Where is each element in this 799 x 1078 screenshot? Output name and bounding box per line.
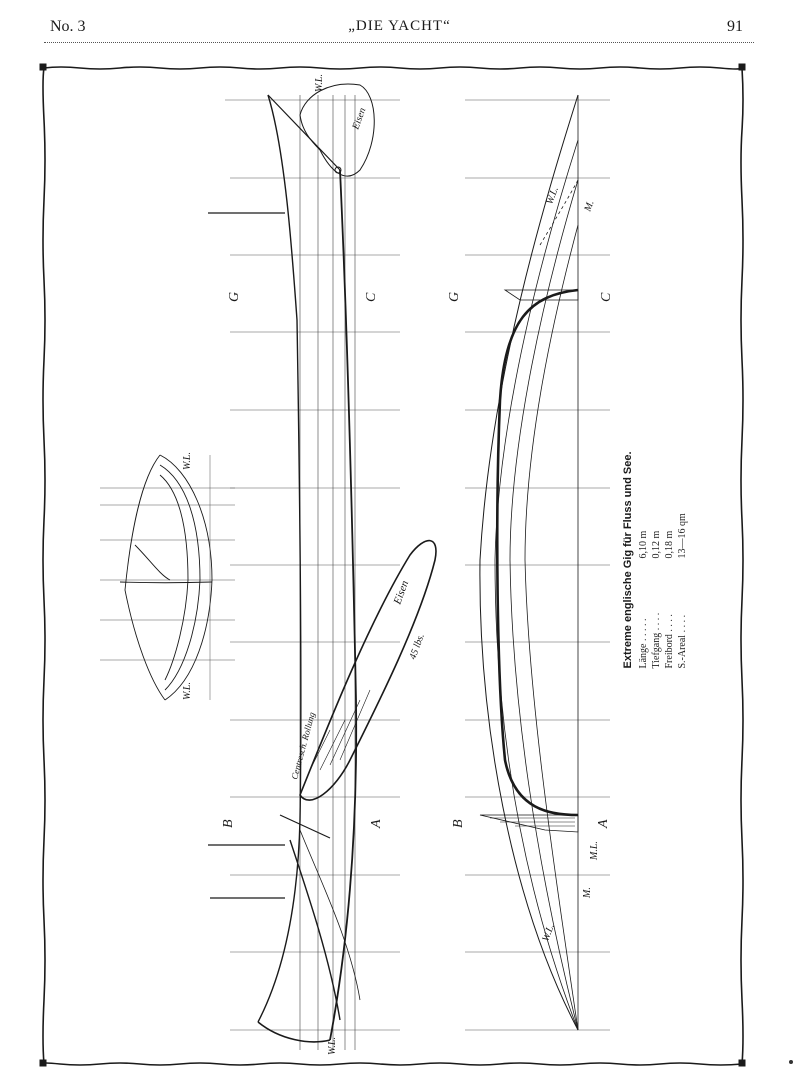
label-mechanism: Centresch. Rollung [289,711,317,781]
label-eisen-top: Eisen [350,106,368,132]
label-station-b-profile: B [221,819,236,828]
header-rule [44,42,754,43]
corner-mark-bl [39,1059,47,1067]
rudder [299,83,375,177]
drop-keel [289,839,341,1021]
plate-caption: Extreme englische Gig für Fluss und See.… [621,451,689,668]
bow-hatch [479,814,579,833]
centreboard [299,539,437,801]
journal-title: „DIE YACHT“ [348,18,451,34]
corner-mark-tr [738,63,746,71]
label-keel-weight: 45 lbs. [407,632,426,661]
spec-row-length: Länge . . . . . 6,10 m [637,451,650,669]
label-midship-l: M.L. [589,841,600,861]
halfbreadth-deck [495,288,579,817]
station-grid [225,99,610,1031]
page-number: 91 [727,18,743,35]
label-station-b-plan: B [451,819,466,828]
page-header: No. 3 „DIE YACHT“ 91 [0,14,799,44]
label-midship-top: M. [582,199,596,214]
profile-stern [267,94,341,171]
label-station-c-plan: C [599,292,614,302]
spec-value: 6,10 m [638,530,649,559]
drop-keel-2 [299,829,361,1001]
body-plan [100,454,235,701]
profile-waterlines [299,95,356,1050]
spec-label: S.-Areal . . . . [677,614,688,669]
label-station-a-profile: A [369,819,384,829]
spec-value: 0,18 m [664,530,675,559]
corner-mark-br [738,1059,746,1067]
spec-value: 13—16 qm [677,513,688,559]
spec-value: 0,12 m [651,530,662,559]
label-wl-profile-top: W.L. [314,74,325,92]
corner-mark-tl [39,63,47,71]
halfbreadth-line-3 [509,179,579,1031]
label-station-g-plan: G [447,292,462,302]
spec-row-draft: Tiefgang . . . . 0,12 m [650,451,663,669]
halfbreadth-line-2 [494,139,579,1031]
caption-title: Extreme englische Gig für Fluss und See. [622,451,634,669]
diagonal-dashed [539,179,579,246]
profile-keel [329,169,358,1041]
profile-sheer [257,94,302,1023]
margin-dot [789,1060,793,1064]
halfbreadth-line-4 [524,224,579,1031]
profile-stem [257,1021,331,1043]
label-wl-bodyplan-bottom: W.L. [182,682,193,700]
issue-number: No. 3 [50,18,86,35]
label-station-g-profile: G [227,292,242,302]
spec-row-sail-area: S.-Areal . . . . 13—16 qm [676,451,689,668]
spec-label: Tiefgang . . . . [651,612,662,669]
stern-hatch [503,289,579,301]
spec-label: Freibord . . . . [664,614,675,669]
spec-row-freeboard: Freibord . . . . 0,18 m [663,451,676,669]
bow-hatch-fill [490,817,575,827]
centreboard-hatch [309,689,371,771]
label-wl-profile-bottom: W.L. [327,1037,338,1055]
rudder-pin [334,166,342,174]
spec-label: Länge . . . . . [638,618,649,669]
halfbreadth-outer [479,94,579,1031]
label-midship-bottom: M. [582,887,593,899]
label-station-c-profile: C [364,292,379,302]
label-station-a-plan: A [596,819,611,829]
keel-crossbar [279,814,331,839]
label-wl-bodyplan-top: W.L. [182,452,193,470]
